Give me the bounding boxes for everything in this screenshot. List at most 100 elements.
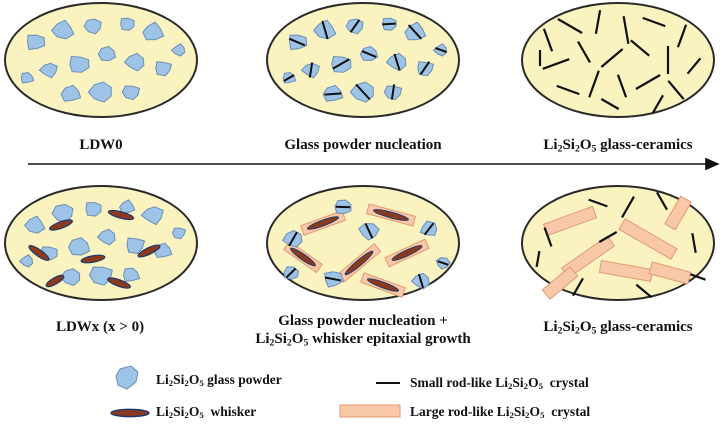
- glass-particles: [20, 17, 186, 103]
- panel-ellipse: [521, 2, 715, 118]
- whisker: [137, 244, 161, 258]
- glass-particle: [171, 227, 187, 240]
- legend-small-rod-label: Small rod-like Li2Si2O5 crystal: [410, 375, 589, 392]
- glass-particle: [119, 199, 136, 214]
- legend-glass-powder-icon: [115, 365, 139, 390]
- small-rod-crystal: [435, 46, 447, 54]
- small-rod-crystal: [557, 18, 583, 34]
- legend-large-rod-label: Large rod-like Li2Si2O5 crystal: [410, 404, 591, 421]
- glass-particle: [50, 19, 75, 40]
- small-rod-crystal: [288, 37, 306, 47]
- whisker: [366, 278, 400, 292]
- label-glass-nucleation: Glass powder nucleation: [284, 137, 442, 153]
- panel-ceramics-bottom: [521, 185, 715, 301]
- glass-particle: [140, 206, 164, 226]
- glass-particles-with-whiskers: [18, 199, 187, 289]
- label-ceramics-bottom: Li2Si2O5 glass-ceramics: [543, 319, 693, 337]
- small-rod-crystal: [419, 61, 431, 75]
- small-rod-crystal: [577, 41, 591, 63]
- glass-particle: [126, 237, 146, 255]
- glass-particle: [67, 237, 91, 256]
- small-rod-crystal: [690, 273, 706, 281]
- glass-particle: [38, 62, 58, 79]
- whisker: [28, 245, 50, 261]
- glass-particle: [18, 254, 34, 268]
- glass-particle: [69, 55, 90, 73]
- whisker: [391, 245, 423, 261]
- glass-particle: [120, 17, 135, 31]
- small-rod-crystal: [437, 260, 449, 266]
- small-rod-crystals: [538, 10, 702, 114]
- small-rod-crystal: [321, 20, 329, 40]
- small-rod-crystal: [598, 231, 618, 243]
- label-nucleation-growth-1: Glass powder nucleation +: [278, 313, 448, 329]
- small-rod-crystal: [676, 24, 688, 48]
- small-rod-crystal: [686, 57, 702, 75]
- small-rod-crystal: [355, 83, 371, 101]
- whisker: [80, 254, 106, 264]
- panel-nucleation-growth: [266, 185, 460, 301]
- large-rod-crystal: [598, 259, 654, 283]
- small-rod-crystal: [417, 273, 425, 289]
- glass-particle: [23, 215, 46, 234]
- small-rod-crystal: [691, 233, 697, 253]
- whisker: [107, 277, 131, 289]
- small-rod-crystal: [656, 191, 668, 211]
- glass-particle: [83, 18, 102, 35]
- large-rod-crystal: [618, 218, 678, 260]
- glass-particle: [155, 61, 173, 77]
- small-rod-crystal: [616, 74, 628, 98]
- label-ldw0: LDW0: [79, 137, 123, 153]
- small-rod-crystal: [324, 276, 342, 282]
- small-rod-crystal: [621, 196, 635, 218]
- glass-particle: [97, 45, 117, 62]
- small-rod-crystal: [364, 223, 374, 239]
- whisker: [344, 250, 374, 276]
- glass-particle: [121, 85, 141, 101]
- panel-ldw0: [4, 2, 198, 118]
- glass-particle: [88, 266, 113, 286]
- small-rod-crystal: [361, 50, 377, 58]
- glass-particle: [85, 201, 102, 217]
- small-rod-crystal: [572, 277, 584, 297]
- small-rod-crystal: [407, 24, 423, 40]
- small-rod-crystal: [594, 10, 602, 34]
- small-rod-crystal: [543, 227, 553, 247]
- small-rod-crystal: [588, 198, 608, 208]
- small-rod-crystal: [393, 53, 401, 71]
- small-rod-crystal: [324, 92, 342, 96]
- small-rod-crystal: [542, 58, 570, 70]
- glass-particle: [96, 228, 116, 246]
- label-nucleation-growth-2: Li2Si2O5 whisker epitaxial growth: [255, 331, 471, 349]
- large-rod-crystal: [648, 261, 692, 285]
- whisker: [306, 216, 340, 230]
- small-rod-crystal: [635, 74, 661, 90]
- glass-particle: [170, 43, 186, 57]
- small-rod-crystal: [600, 48, 624, 68]
- small-rod-crystal: [556, 84, 580, 96]
- small-rod-crystal: [390, 84, 396, 100]
- glass-particle: [60, 84, 82, 102]
- small-rod-crystal: [542, 28, 554, 52]
- mixed-rod-crystals: [535, 191, 706, 300]
- small-rod-crystal: [667, 80, 685, 100]
- whisker: [373, 209, 409, 221]
- panel-glass-nucleation: [266, 2, 460, 118]
- whisker: [107, 209, 135, 221]
- legend-whisker-icon: [110, 408, 150, 418]
- glass-particles-epitaxial-growth: [281, 199, 451, 298]
- small-rod-crystal: [349, 19, 361, 33]
- nucleated-glass-particles: [282, 17, 448, 103]
- small-rod-crystal: [588, 70, 600, 98]
- small-rod-crystal: [335, 205, 351, 209]
- panel-ldwx: [4, 185, 198, 301]
- glass-particle: [123, 52, 145, 72]
- whisker: [45, 274, 65, 288]
- large-rod-crystal: [541, 266, 579, 300]
- label-ldwx: LDWx (x > 0): [55, 319, 145, 335]
- small-rod-crystal: [423, 222, 435, 236]
- glass-particle: [20, 72, 35, 84]
- small-rod-crystal: [630, 39, 650, 57]
